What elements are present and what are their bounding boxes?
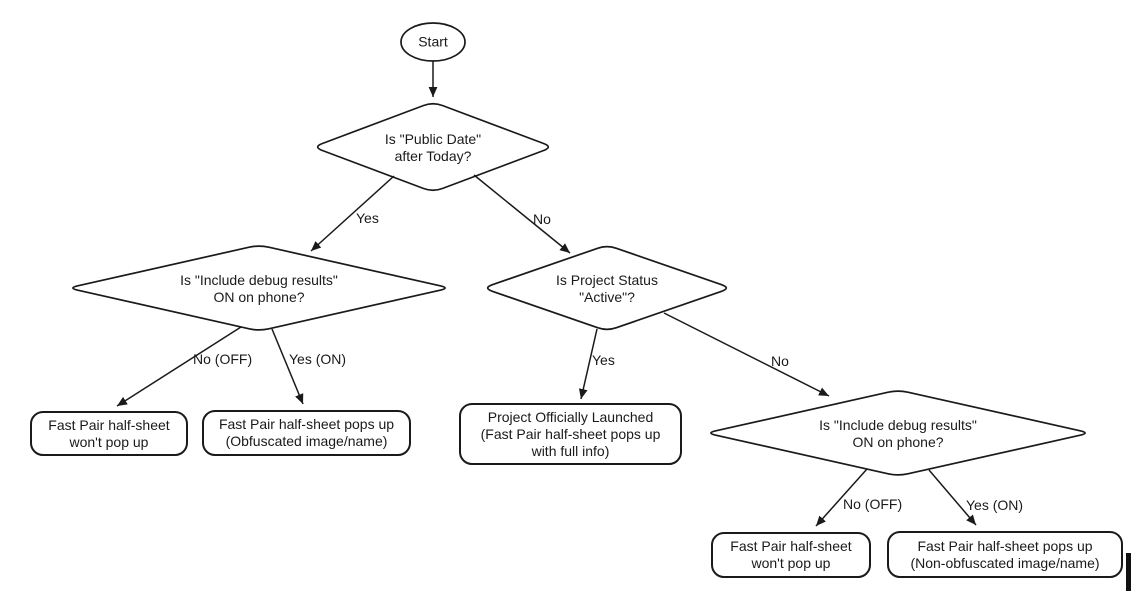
edge-label-debug-right-yes-on: Yes (ON) xyxy=(966,497,1024,513)
edge-public-date-no xyxy=(473,174,571,254)
result-no-popup-right: Fast Pair half-sheet won't pop up xyxy=(711,532,871,578)
edge-label-project-status-no: No xyxy=(771,353,789,369)
edge-label-public-date-yes: Yes xyxy=(356,210,379,226)
decision-public-date-shape xyxy=(316,102,550,192)
edge-project-status-yes xyxy=(578,328,598,400)
edge-debug-left-no-off xyxy=(116,326,242,407)
edge-project-status-no xyxy=(663,312,830,397)
decision-debug-left-shape xyxy=(72,245,446,331)
edge-label-public-date-no: No xyxy=(533,211,551,227)
decision-project-status-shape xyxy=(486,245,728,331)
edge-label-debug-right-no-off: No (OFF) xyxy=(843,496,903,512)
edge-label-debug-left-no-off: No (OFF) xyxy=(193,351,253,367)
edge-public-date-yes xyxy=(310,175,395,252)
edge-debug-right-yes-on xyxy=(928,469,977,526)
edge-label-project-status-yes: Yes xyxy=(592,352,615,368)
edge-label-debug-left-yes-on: Yes (ON) xyxy=(289,351,347,367)
edge-debug-left-yes-on xyxy=(271,328,304,405)
text-cursor xyxy=(1126,553,1131,591)
start-terminator-shape xyxy=(400,22,466,62)
result-obfuscated-popup: Fast Pair half-sheet pops up (Obfuscated… xyxy=(202,410,411,456)
edge-debug-right-no-off xyxy=(815,468,868,527)
decision-debug-right-shape xyxy=(710,390,1086,476)
result-project-launched: Project Officially Launched (Fast Pair h… xyxy=(459,403,682,465)
result-no-popup-left: Fast Pair half-sheet won't pop up xyxy=(30,411,188,456)
result-non-obfuscated-popup: Fast Pair half-sheet pops up (Non-obfusc… xyxy=(887,531,1123,578)
